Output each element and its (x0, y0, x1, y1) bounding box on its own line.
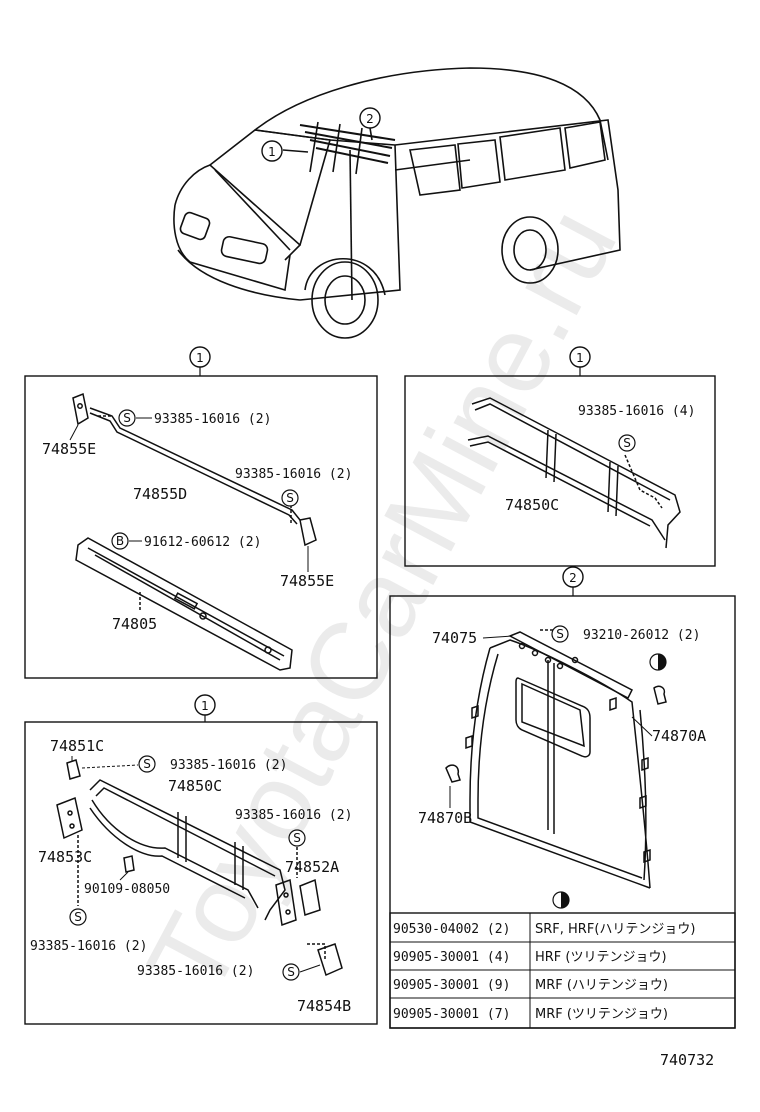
table-cell-desc: MRF (ツリテンジョウ) (535, 1007, 668, 1022)
part-74855D[interactable]: 74855D (133, 485, 187, 503)
partition-74870-drawing (445, 629, 667, 889)
rail-74850C-bottom-drawing (56, 759, 343, 977)
ref-90109-08050[interactable]: 90109-08050 (84, 882, 170, 897)
table-cell-code: 90905-30001 (4) (393, 950, 510, 965)
part-74851C[interactable]: 74851C (50, 737, 104, 755)
svg-text:B: B (116, 534, 124, 548)
svg-text:2: 2 (366, 112, 374, 126)
van-callout-2[interactable]: 2 (359, 107, 381, 129)
table-row: 90905-30001 (9) MRF (ハリテンジョウ) (393, 978, 668, 993)
table-cell-code: 90530-04002 (2) (393, 922, 510, 937)
ref-93385-16016-b[interactable]: 93385-16016 (2) (235, 467, 352, 482)
ref-93385-4-s-icon: S (138, 755, 156, 773)
ref-93385-1-s-icon: S (118, 409, 136, 427)
ref-93385-3-s-icon: S (618, 434, 636, 452)
panel-bottom-right-marker: 2 (562, 566, 584, 596)
van-illustration (173, 67, 621, 339)
panel-top-right-marker: 1 (569, 346, 591, 376)
rail-74850C-top-drawing (467, 397, 681, 549)
table-row: 90905-30001 (7) MRF (ツリテンジョウ) (393, 1007, 668, 1022)
part-74850C-bottom[interactable]: 74850C (168, 777, 222, 795)
ref-91612-60612[interactable]: 91612-60612 (2) (144, 535, 261, 550)
part-74075[interactable]: 74075 (432, 629, 477, 647)
panel-bottom-left (24, 721, 378, 1025)
table-row: 90905-30001 (4) HRF (ツリテンジョウ) (393, 950, 667, 965)
ref-93385-16016-e[interactable]: 93385-16016 (2) (235, 808, 352, 823)
table-row: 90530-04002 (2) SRF, HRF(ハリテンジョウ) (393, 922, 695, 937)
ref-93385-16016-a[interactable]: 93385-16016 (2) (154, 412, 271, 427)
ref-93385-2-s-icon: S (281, 489, 299, 507)
part-74854B[interactable]: 74854B (297, 997, 351, 1015)
ref-93385-16016-g[interactable]: 93385-16016 (2) (137, 964, 254, 979)
ref-93385-7-s-icon: S (282, 963, 300, 981)
svg-text:S: S (623, 436, 631, 450)
half-circle-icon-lower (552, 891, 570, 909)
panel-top-right (404, 375, 716, 567)
part-74870A[interactable]: 74870A (652, 727, 706, 745)
svg-text:S: S (286, 491, 294, 505)
part-74855E-lower[interactable]: 74855E (280, 572, 334, 590)
ref-93385-5-s-icon: S (288, 829, 306, 847)
table-cell-desc: SRF, HRF(ハリテンジョウ) (535, 922, 695, 937)
svg-text:S: S (123, 411, 131, 425)
svg-text:S: S (143, 757, 151, 771)
ref-93385-16016-d[interactable]: 93385-16016 (2) (170, 758, 287, 773)
panel-top-left-marker: 1 (189, 346, 211, 376)
part-74852A[interactable]: 74852A (285, 858, 339, 876)
rail-74855D-drawing (72, 392, 317, 547)
svg-text:1: 1 (268, 145, 276, 159)
ref-93385-6-s-icon: S (69, 908, 87, 926)
table-cell-code: 90905-30001 (7) (393, 1007, 510, 1022)
panel-top-left (24, 375, 378, 679)
ref-93385-16016-f[interactable]: 93385-16016 (2) (30, 939, 147, 954)
ref-93210-26012[interactable]: 93210-26012 (2) (583, 628, 700, 643)
table-cell-desc: HRF (ツリテンジョウ) (535, 950, 667, 965)
svg-text:S: S (293, 831, 301, 845)
van-callout-1[interactable]: 1 (261, 140, 283, 162)
part-74805[interactable]: 74805 (112, 615, 157, 633)
ref-91612-b-icon: B (111, 532, 129, 550)
svg-text:1: 1 (576, 351, 584, 365)
table-cell-desc: MRF (ハリテンジョウ) (535, 978, 668, 993)
part-74870B[interactable]: 74870B (418, 809, 472, 827)
part-74853C[interactable]: 74853C (38, 848, 92, 866)
table-cell-code: 90905-30001 (9) (393, 978, 510, 993)
part-74855E-upper[interactable]: 74855E (42, 440, 96, 458)
svg-text:S: S (556, 627, 564, 641)
panel-bottom-left-marker: 1 (194, 694, 216, 722)
drawing-number: 740732 (660, 1051, 714, 1069)
half-circle-icon-upper (649, 653, 667, 671)
svg-text:1: 1 (201, 699, 209, 713)
svg-text:2: 2 (569, 571, 577, 585)
svg-text:S: S (287, 965, 295, 979)
ref-93210-s-icon: S (551, 625, 569, 643)
ref-93385-16016-c[interactable]: 93385-16016 (4) (578, 404, 695, 419)
svg-text:S: S (74, 910, 82, 924)
svg-text:1: 1 (196, 351, 204, 365)
part-74850C-top[interactable]: 74850C (505, 496, 559, 514)
fastener-table: 90530-04002 (2) SRF, HRF(ハリテンジョウ) 90905-… (389, 912, 736, 1029)
rail-74805-drawing (75, 537, 293, 671)
